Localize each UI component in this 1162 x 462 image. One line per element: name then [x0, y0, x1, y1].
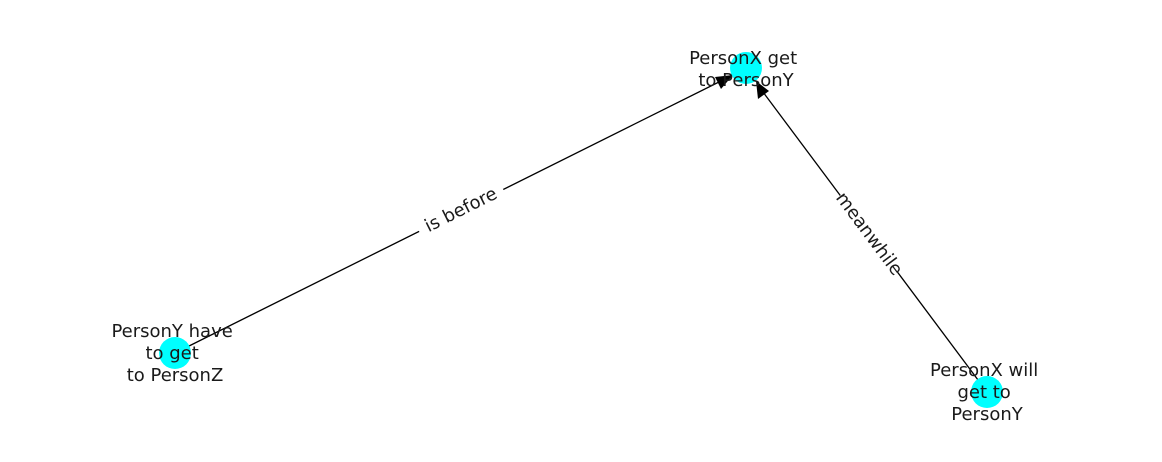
- node-persony-have-to-get-to-personz-circle: [159, 337, 191, 369]
- node-personx-get-to-persony-label: PersonX get to PersonY: [689, 48, 803, 91]
- node-label-line: PersonX will: [930, 360, 1038, 381]
- node-label-line: PersonY: [951, 404, 1023, 425]
- node-personx-will-get-to-persony: PersonX will get to PersonY: [930, 360, 1044, 425]
- edge-meanwhile: meanwhile: [756, 81, 988, 393]
- edge-meanwhile-arrowhead: [756, 81, 769, 99]
- node-label-line: to get: [145, 343, 198, 364]
- node-persony-have-to-get-to-personz: PersonY have to get to PersonZ: [111, 321, 238, 386]
- edge-meanwhile-label: meanwhile: [831, 188, 907, 279]
- edge-is-before-arrowhead: [715, 75, 733, 89]
- node-label-line: PersonY have: [111, 321, 232, 342]
- node-personx-will-get-to-persony-circle: [971, 376, 1003, 408]
- node-persony-have-to-get-to-personz-label: PersonY have to get to PersonZ: [111, 321, 238, 386]
- edge-is-before: is before: [174, 75, 733, 354]
- node-personx-get-to-persony: PersonX get to PersonY: [689, 48, 803, 91]
- edge-is-before-label-bg: [412, 176, 510, 244]
- node-label-line: to PersonZ: [127, 365, 224, 386]
- node-label-line: to PersonY: [698, 70, 794, 91]
- edge-meanwhile-label-bg: [829, 187, 909, 281]
- node-personx-will-get-to-persony-label: PersonX will get to PersonY: [930, 360, 1044, 425]
- node-personx-get-to-persony-circle: [730, 52, 762, 84]
- node-label-line: PersonX get: [689, 48, 797, 69]
- node-label-line: get to: [957, 382, 1010, 403]
